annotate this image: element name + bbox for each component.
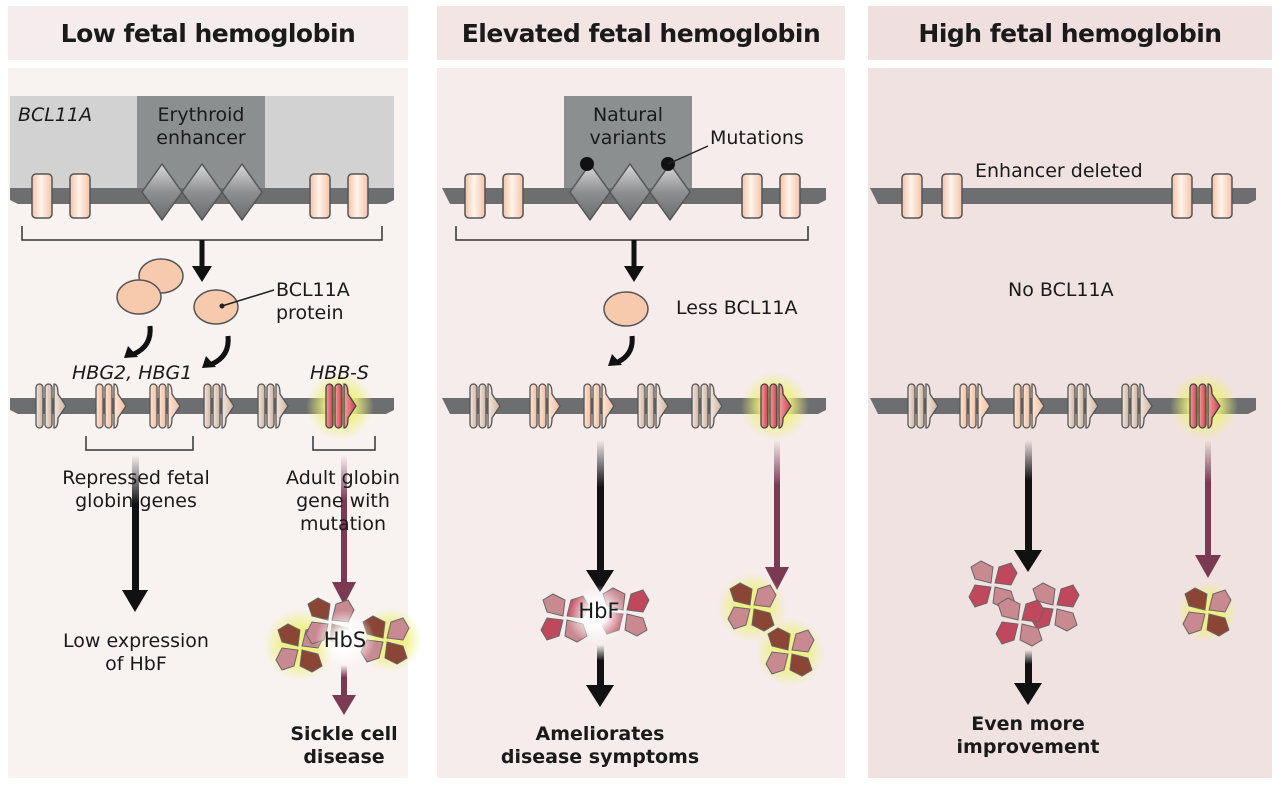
outcome-low-expression: Low expression of HbF xyxy=(46,630,226,676)
outcome-line: Even more xyxy=(971,713,1085,735)
panel-title-elevated: Elevated fetal hemoglobin xyxy=(437,6,845,60)
arrow-down-icon xyxy=(192,266,212,282)
fetal-genes-label: HBG2, HBG1 xyxy=(72,362,193,384)
repressed-label-line: globin genes xyxy=(75,490,197,512)
adult-gene-label: HBB-S xyxy=(310,362,369,384)
protein-label-line: protein xyxy=(276,302,344,324)
adult-desc-line: gene with xyxy=(296,490,390,512)
outcome-line: of HbF xyxy=(105,653,167,675)
arrow-down-icon xyxy=(332,582,356,605)
mutation-dot xyxy=(580,157,594,171)
arrow-down-icon xyxy=(765,567,789,590)
outcome-line: Ameliorates xyxy=(535,723,665,745)
panel-title-low: Low fetal hemoglobin xyxy=(8,6,408,60)
bcl11a-gene-label: BCL11A xyxy=(18,104,93,126)
arrow-down-icon xyxy=(332,695,356,715)
outcome-line: Low expression xyxy=(63,630,209,652)
enhancer-deleted-label: Enhancer deleted xyxy=(975,160,1143,182)
hbs-label: HbS xyxy=(323,628,367,652)
less-bcl11a-label: Less BCL11A xyxy=(676,297,798,319)
protein-label-line: BCL11A xyxy=(276,279,350,301)
outcome-line: Sickle cell xyxy=(290,723,398,745)
arrow-down-icon xyxy=(1014,550,1042,572)
arrow-down-icon xyxy=(122,590,148,612)
erythroid-enhancer-label: Erythroid enhancer xyxy=(140,104,262,150)
outcome-line: improvement xyxy=(956,736,1100,758)
globin-locus-elevated xyxy=(442,371,826,707)
bcl11a-protein-label: BCL11A protein xyxy=(276,279,350,325)
arrow-down-icon xyxy=(1195,555,1221,578)
enhancer-label-line: enhancer xyxy=(156,127,246,149)
variants-label-line: Natural xyxy=(592,104,664,126)
repressed-label-line: Repressed fetal xyxy=(62,467,210,489)
repressed-genes-label: Repressed fetal globin genes xyxy=(46,467,226,513)
mutations-label: Mutations xyxy=(710,127,804,149)
outcome-ameliorates: Ameliorates disease symptoms xyxy=(490,723,710,769)
enhancer-label-line: Erythroid xyxy=(157,104,245,126)
globin-locus-high xyxy=(870,371,1256,705)
outcome-line: disease xyxy=(303,746,385,768)
adult-desc-line: mutation xyxy=(299,513,387,535)
adult-gene-description: Adult globin gene with mutation xyxy=(272,467,414,536)
bcl11a-proteins-low xyxy=(116,258,275,368)
locus-bracket xyxy=(21,226,383,241)
globin-locus-low xyxy=(10,371,422,715)
adult-desc-line: Adult globin xyxy=(286,467,400,489)
bcl11a-locus-high xyxy=(870,173,1256,219)
arrow-down-icon xyxy=(586,685,614,707)
outcome-line: disease symptoms xyxy=(500,746,700,768)
natural-variants-label: Natural variants xyxy=(566,104,690,150)
arrow-down-icon xyxy=(624,266,644,282)
no-bcl11a-label: No BCL11A xyxy=(1008,279,1114,301)
hbf-label: HbF xyxy=(578,599,620,623)
bcl11a-locus-low xyxy=(10,96,394,282)
variants-label-line: variants xyxy=(589,127,667,149)
arrow-down-icon xyxy=(586,570,614,592)
arrow-down-icon xyxy=(1014,683,1042,705)
bcl11a-locus-elevated xyxy=(442,96,826,366)
outcome-improvement: Even more improvement xyxy=(938,713,1118,759)
outcome-sickle-cell: Sickle cell disease xyxy=(274,723,414,769)
panel-title-high: High fetal hemoglobin xyxy=(868,6,1272,60)
